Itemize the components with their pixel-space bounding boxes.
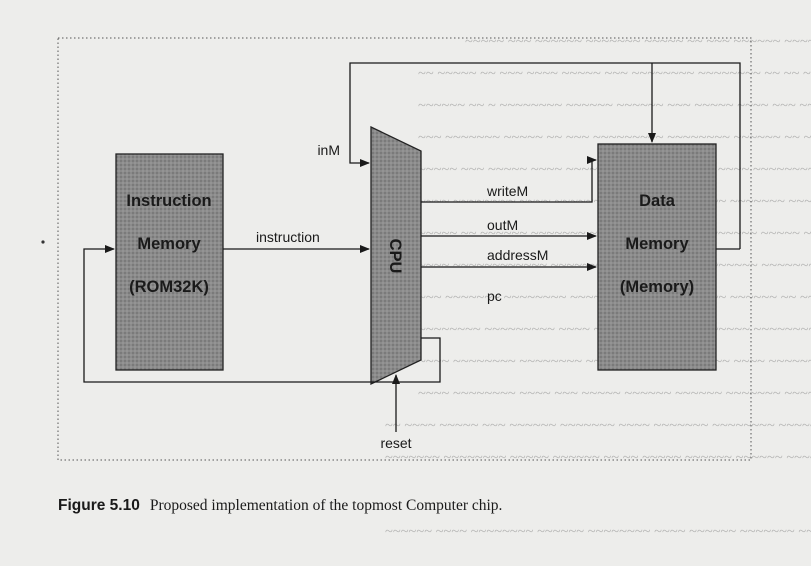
instruction-memory-label-line3: (ROM32K): [129, 278, 209, 296]
outM-label: outM: [487, 217, 518, 233]
pc-wire: [83, 245, 441, 383]
addressM-label: addressM: [487, 247, 548, 263]
svg-text:~~~~~~ ~~~~ ~~~~~~~~ ~~~~~~ ~~: ~~~~~~ ~~~~ ~~~~~~~~ ~~~~~~ ~~~~~~~~ ~~~…: [385, 524, 811, 540]
data-memory-box: Data Memory (Memory): [597, 143, 717, 371]
writeM-label: writeM: [486, 183, 528, 199]
data-memory-label-line3: (Memory): [620, 278, 694, 296]
svg-text:~~~ ~~~~~~~ ~~~~~ ~~ ~~~ ~~~~~: ~~~ ~~~~~~~ ~~~~~ ~~ ~~~ ~~~~~~~~~ ~~~~~…: [418, 130, 811, 146]
signal-labels: inM instruction writeM outM addressM pc …: [256, 142, 548, 451]
stray-dot: [41, 240, 45, 244]
reset-label: reset: [380, 435, 411, 451]
writeM-wire: [421, 156, 597, 203]
instruction-label: instruction: [256, 229, 320, 245]
figure-frame: [57, 37, 752, 461]
svg-text:~~~~ ~~~~~~~~ ~~~~ ~~~ ~~~~~ ~: ~~~~ ~~~~~~~~ ~~~~ ~~~ ~~~~~ ~~~~~~ ~~~~…: [418, 386, 811, 402]
instruction-memory-box: Instruction Memory (ROM32K): [115, 153, 224, 371]
inM-label: inM: [317, 142, 340, 158]
svg-text:~~~~~~~ ~~~~~~~~ ~~~~~ ~~~~~~: ~~~~~~~ ~~~~~~~~ ~~~~~ ~~~~~~ ~~ ~~ ~~~~…: [385, 450, 811, 466]
svg-text:~~~~~~ ~~ ~ ~~~~~~~~ ~~~~~~ ~~: ~~~~~~ ~~ ~ ~~~~~~~~ ~~~~~~ ~~~~~~ ~~~ ~…: [418, 98, 811, 114]
figure-caption: Figure 5.10 Proposed implementation of th…: [58, 497, 502, 515]
inM-wire: [349, 62, 741, 249]
instruction-memory-label-line2: Memory: [137, 235, 201, 253]
cpu-block: CPU: [370, 125, 422, 386]
wires: [83, 62, 741, 432]
figure-caption-text: Proposed implementation of the topmost C…: [149, 497, 503, 514]
figure-number: Figure 5.10: [58, 497, 140, 514]
data-memory-label-line1: Data: [639, 192, 676, 210]
instruction-memory-label-line1: Instruction: [126, 192, 211, 210]
svg-text:~~~~~ ~~~ ~~~~~~ ~~~~~~~ ~~~~~: ~~~~~ ~~~ ~~~~~~ ~~~~~~~ ~~~~~ ~~ ~~~ ~~…: [465, 34, 811, 50]
svg-text:~~ ~~~~~ ~~ ~~~ ~~~~ ~~~~~ ~~~: ~~ ~~~~~ ~~ ~~~ ~~~~ ~~~~~ ~~~ ~~~~~~~~ …: [418, 66, 811, 82]
cpu-label: CPU: [386, 239, 404, 274]
svg-text:~~ ~~~~ ~~~~~ ~~~ ~~~~~~ ~~~~~: ~~ ~~~~ ~~~~~ ~~~ ~~~~~~ ~~~~~~~ ~~~~ ~~…: [385, 418, 811, 434]
pc-label: pc: [487, 288, 502, 304]
data-memory-label-line2: Memory: [625, 235, 689, 253]
